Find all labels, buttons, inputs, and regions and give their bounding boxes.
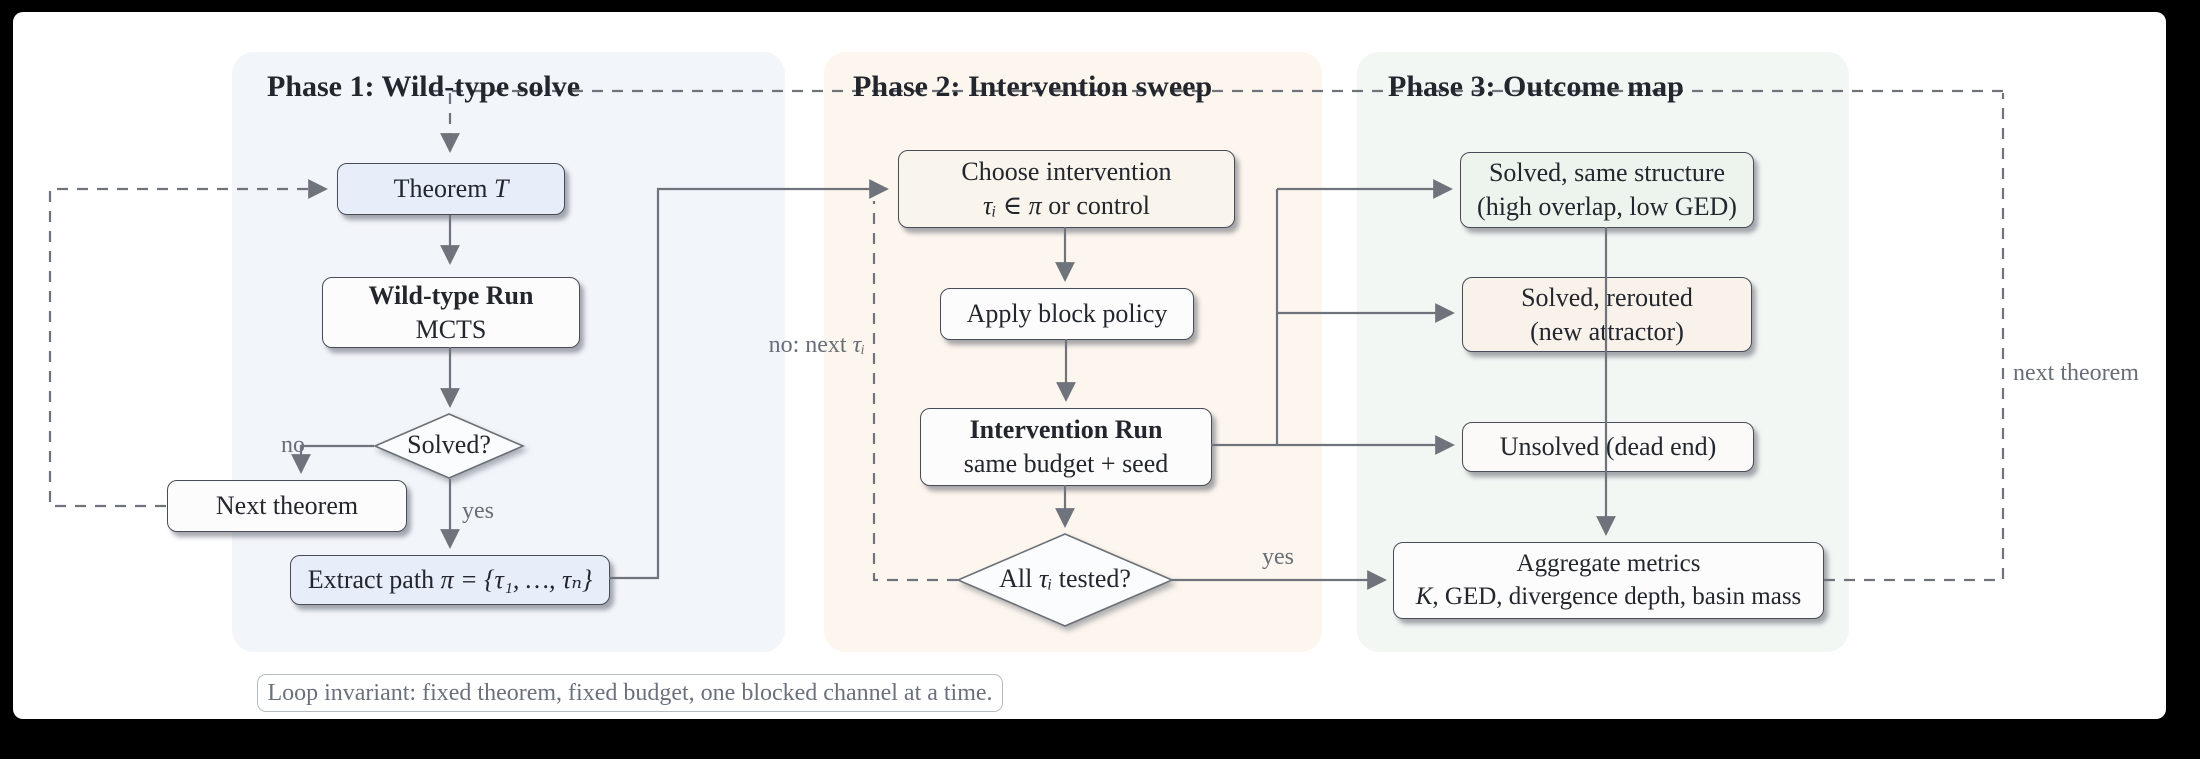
node-apply-block-policy: Apply block policy — [940, 288, 1194, 340]
edge-label-next-theorem: next theorem — [2013, 360, 2139, 386]
loop-invariant-text: Loop invariant: fixed theorem, fixed bud… — [267, 679, 993, 706]
phase3-title: Phase 3: Outcome map — [1388, 70, 1684, 103]
node-theorem: Theorem T — [337, 163, 565, 215]
node-aggregate-line2: K, GED, divergence depth, basin mass — [1415, 582, 1802, 610]
phase2-panel — [824, 52, 1322, 652]
phase2-title: Phase 2: Intervention sweep — [853, 70, 1213, 103]
node-theorem-label: Theorem T — [393, 174, 509, 204]
node-apply-label: Apply block policy — [966, 299, 1168, 329]
node-intervention-title: Intervention Run — [969, 415, 1163, 445]
node-wildtype-run: Wild-type Run MCTS — [322, 277, 580, 348]
node-solved-same-line1: Solved, same structure — [1488, 158, 1726, 188]
edge-label-no-solved: no — [281, 432, 305, 458]
node-choose-line1: Choose intervention — [961, 157, 1172, 187]
node-solved-rerouted-line1: Solved, rerouted — [1521, 282, 1693, 312]
loop-invariant-note: Loop invariant: fixed theorem, fixed bud… — [257, 674, 1003, 712]
node-solved-label: Solved? — [407, 430, 491, 459]
node-next-theorem-label: Next theorem — [215, 491, 359, 521]
node-extract-path: Extract path π = {τ₁, …, τₙ} — [290, 555, 610, 605]
edge-label-no-next-tau: no: next τᵢ — [768, 332, 865, 358]
node-intervention-run: Intervention Run same budget + seed — [920, 408, 1212, 486]
node-solved-same-structure: Solved, same structure (high overlap, lo… — [1460, 152, 1754, 228]
node-solved-same-line2: (high overlap, low GED) — [1477, 192, 1737, 221]
node-aggregate-line1: Aggregate metrics — [1516, 550, 1701, 577]
phase1-title: Phase 1: Wild-type solve — [267, 70, 581, 103]
node-wildtype-sub: MCTS — [415, 314, 487, 344]
node-solved-rerouted: Solved, rerouted (new attractor) — [1462, 277, 1752, 352]
node-wildtype-title: Wild-type Run — [368, 280, 534, 310]
node-choose-intervention: Choose intervention τᵢ ∈ π or control — [898, 150, 1235, 228]
node-next-theorem: Next theorem — [167, 480, 407, 532]
node-solved-rerouted-line2: (new attractor) — [1530, 316, 1684, 346]
node-intervention-sub: same budget + seed — [963, 449, 1169, 478]
node-aggregate-metrics: Aggregate metrics K, GED, divergence dep… — [1393, 542, 1824, 619]
node-unsolved-label: Unsolved (dead end) — [1499, 432, 1717, 462]
node-unsolved: Unsolved (dead end) — [1462, 422, 1754, 472]
node-all-tested-label: All τᵢ tested? — [999, 564, 1131, 593]
node-extract-label: Extract path π = {τ₁, …, τₙ} — [307, 565, 593, 595]
edge-label-yes-tested: yes — [1262, 544, 1294, 570]
edge-label-yes-solved: yes — [462, 498, 494, 524]
node-choose-line2: τᵢ ∈ π or control — [982, 191, 1150, 220]
